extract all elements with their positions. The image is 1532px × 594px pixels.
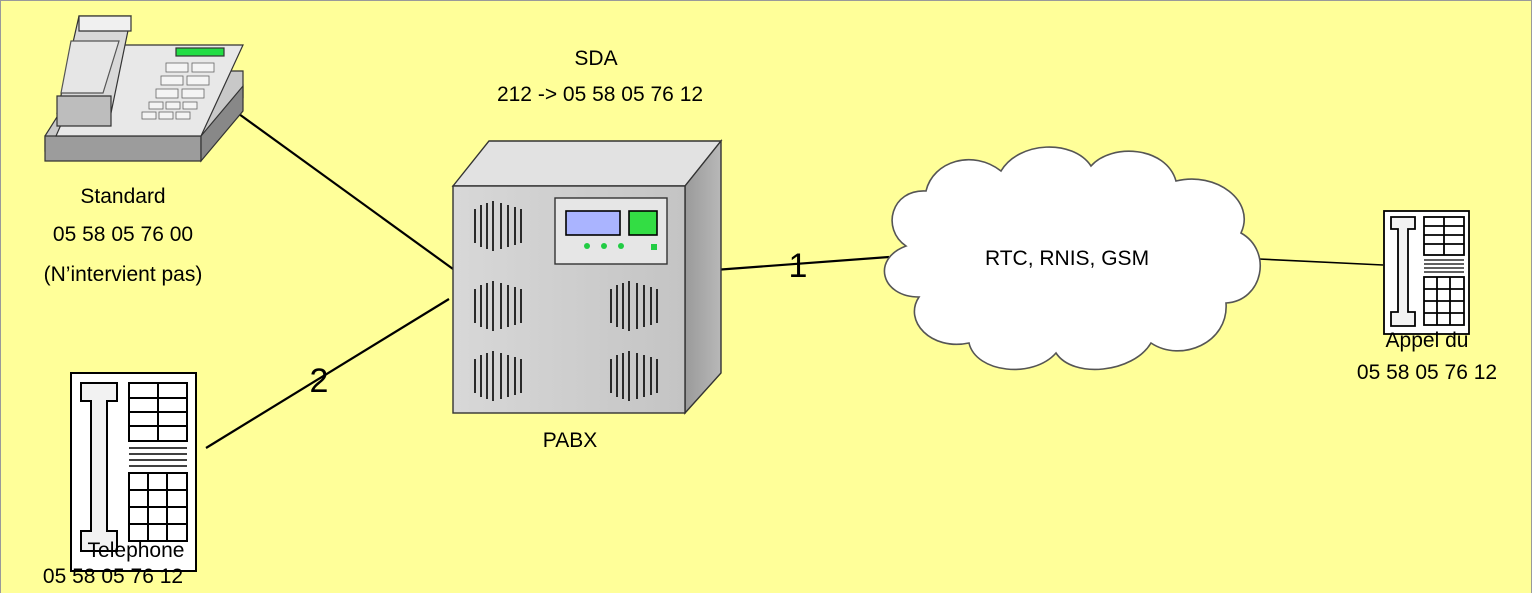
standard-phone-icon xyxy=(44,15,244,163)
link-telephone-pabx xyxy=(205,298,450,449)
link-1-label: 1 xyxy=(789,247,808,285)
standard-number: 05 58 05 76 00 xyxy=(52,223,194,246)
link-standard-pabx xyxy=(238,113,454,270)
connection-lines xyxy=(205,113,1384,449)
telephone-name: Telephone xyxy=(87,539,185,562)
network-cloud-icon xyxy=(883,146,1262,371)
link-pabx-network xyxy=(700,255,890,273)
caller-phone-icon xyxy=(1383,210,1470,335)
pabx-icon xyxy=(451,139,723,415)
pabx-label: PABX xyxy=(542,429,598,452)
standard-name: Standard xyxy=(80,185,166,208)
sda-mapping: 212 -> 05 58 05 76 12 xyxy=(496,83,704,106)
telephone-number: 05 58 05 76 12 xyxy=(42,565,184,588)
link-2-label: 2 xyxy=(310,362,329,400)
caller-label: Appel du xyxy=(1385,329,1469,352)
caller-number: 05 58 05 76 12 xyxy=(1356,361,1498,384)
network-label: RTC, RNIS, GSM xyxy=(984,247,1150,270)
telephone-icon xyxy=(70,372,197,572)
sda-title: SDA xyxy=(574,47,618,70)
standard-note: (N’intervient pas) xyxy=(43,263,203,286)
link-network-caller xyxy=(1258,258,1384,266)
